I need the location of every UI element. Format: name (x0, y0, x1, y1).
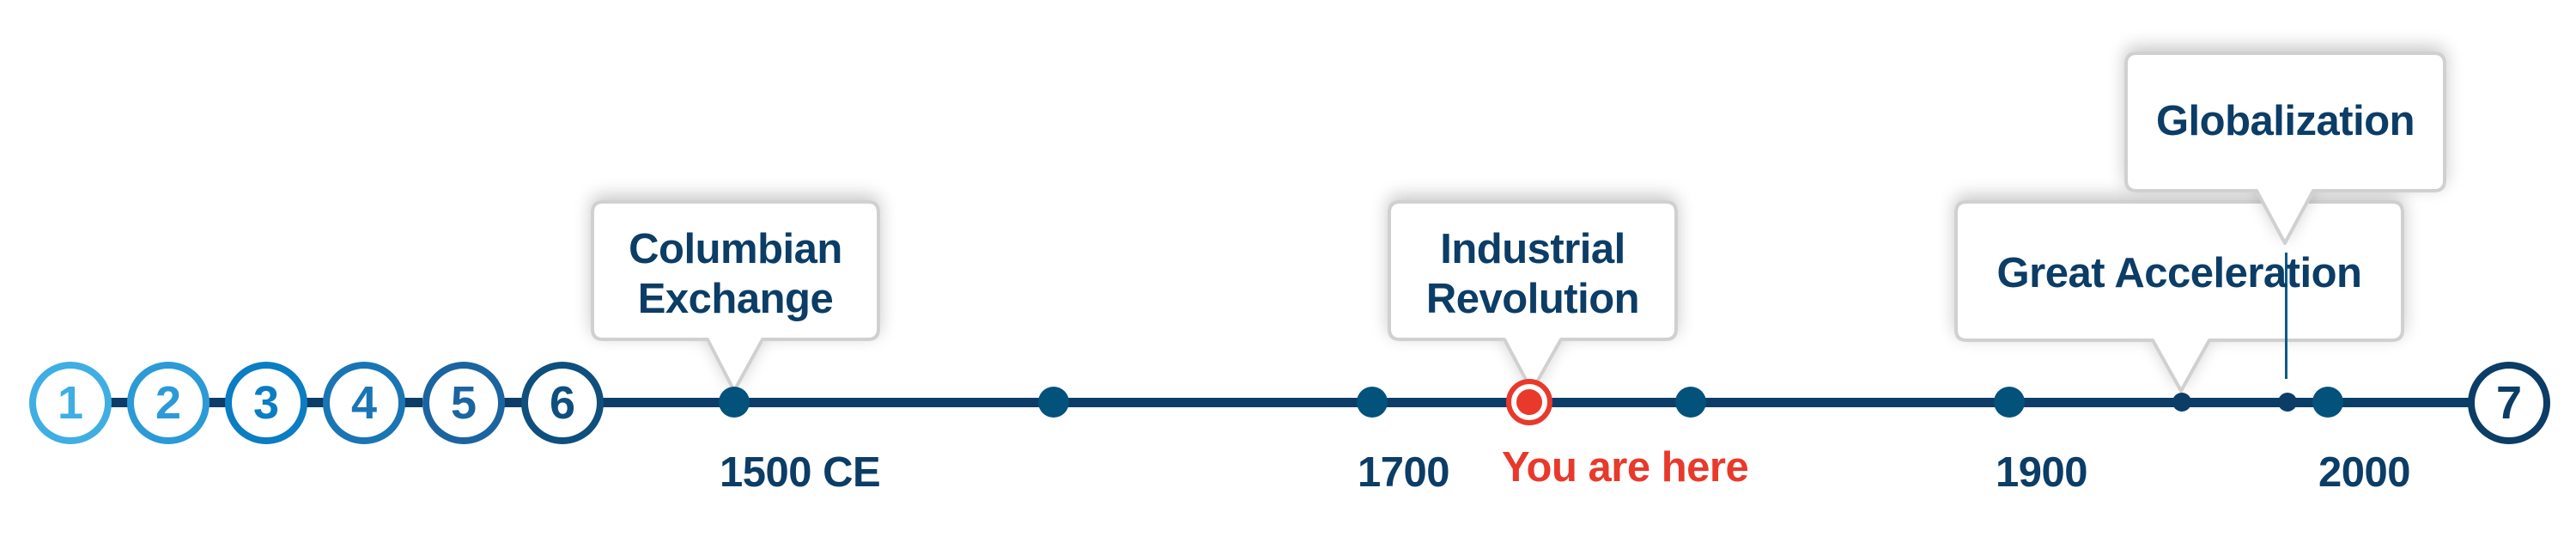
step-number-5: 5 (450, 377, 477, 429)
axis-label-1700: 1700 (1358, 449, 1450, 496)
timeline-dots (719, 387, 2343, 418)
step-number-7: 7 (2495, 377, 2523, 429)
step-circle-3[interactable] (225, 362, 307, 444)
step-circle-1[interactable] (29, 362, 112, 444)
callout-industrial-revolution-shape (1388, 200, 1678, 393)
dot-globalization[interactable] (2278, 393, 2297, 412)
dot-1800[interactable] (1675, 387, 1706, 418)
callout-great-acceleration-line1: Great Acceleration (1996, 250, 2362, 296)
callout-columbian-line1: Columbian (629, 226, 842, 272)
callout-great-acceleration-shape (1954, 200, 2404, 393)
callout-globalization-line1: Globalization (2155, 98, 2415, 144)
globalization-leader-line (2285, 253, 2287, 379)
you-are-here-marker[interactable] (1506, 379, 1552, 425)
callout-industrial-line2: Revolution (1425, 276, 1640, 322)
callout-globalization: Globalization (2126, 96, 2445, 146)
dot-2000[interactable] (2312, 387, 2343, 418)
dot-1600[interactable] (1038, 387, 1069, 418)
step-circle-5[interactable] (422, 362, 505, 444)
dot-great-acceleration[interactable] (2172, 393, 2191, 412)
callout-great-acceleration: Great Acceleration (1956, 248, 2403, 298)
callout-columbian-exchange-shape (591, 200, 880, 393)
step-number-1: 1 (57, 377, 84, 429)
dot-1500[interactable] (719, 387, 750, 418)
step-circle-7[interactable] (2468, 362, 2550, 444)
callout-industrial-revolution: Industrial Revolution (1389, 224, 1676, 324)
step-number-6: 6 (549, 377, 576, 429)
step-circle-4[interactable] (323, 362, 405, 444)
axis-label-1900: 1900 (1996, 449, 2088, 496)
callout-globalization-shape (2124, 52, 2446, 245)
axis-label-2000: 2000 (2318, 449, 2411, 496)
dot-1700[interactable] (1357, 387, 1388, 418)
step-number-4: 4 (350, 377, 378, 429)
step-circle-2[interactable] (127, 362, 210, 444)
step-circle-6[interactable] (521, 362, 604, 444)
axis-label-1500ce: 1500 CE (720, 449, 881, 496)
step-connectors (110, 398, 522, 407)
step-number-3: 3 (252, 377, 280, 429)
callout-columbian-exchange: Columbian Exchange (592, 224, 878, 324)
step-number-2: 2 (155, 377, 182, 429)
callout-industrial-line1: Industrial (1440, 226, 1625, 272)
you-are-here-label: You are here (1502, 444, 1749, 491)
step-circles (29, 362, 2550, 444)
dot-1900[interactable] (1994, 387, 2025, 418)
callout-columbian-line2: Exchange (637, 276, 834, 322)
